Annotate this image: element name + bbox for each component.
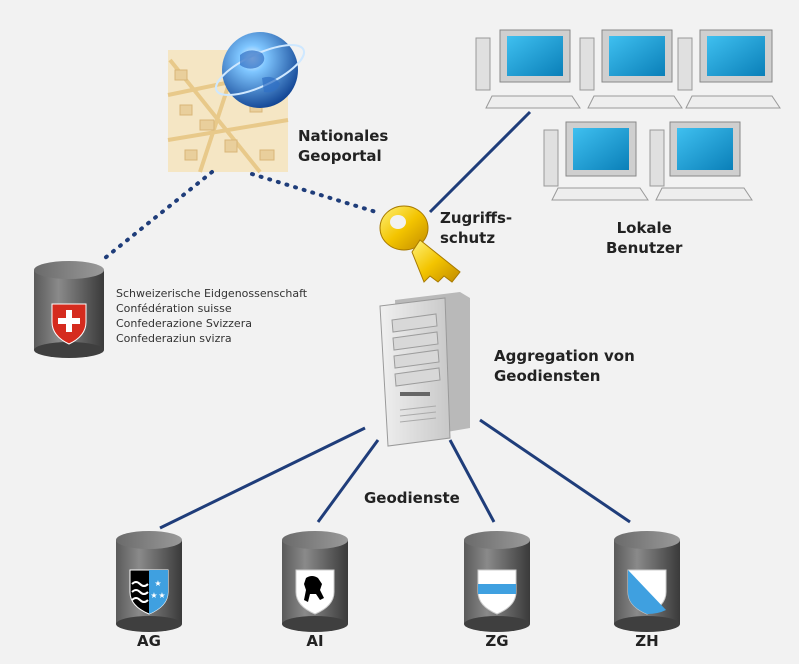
computer-icon <box>543 121 649 201</box>
svg-text:★: ★ <box>150 591 157 600</box>
computer-icon <box>475 29 581 109</box>
canton-database-zg <box>464 531 530 632</box>
users-label-line: Benutzer <box>606 239 683 257</box>
swiss-shield-icon <box>51 303 87 345</box>
solid-links <box>159 110 631 530</box>
aggregation-label: Aggregation von Geodiensten <box>494 346 635 386</box>
globe-icon <box>214 32 306 108</box>
federal-name-line: Schweizerische Eidgenossenschaft <box>116 287 308 300</box>
federal-name-text: Schweizerische Eidgenossenschaft Confédé… <box>116 286 307 346</box>
access-label: Zugriffs- schutz <box>440 208 512 248</box>
key-icon <box>379 205 461 283</box>
canton-label-ag: AG <box>137 632 161 650</box>
computer-icon <box>677 29 781 109</box>
computer-icon <box>649 121 753 201</box>
canton-label-zh: ZH <box>635 632 659 650</box>
local-users-computers <box>475 29 781 201</box>
federal-name-line: Confederazione Svizzera <box>116 317 252 330</box>
coat-of-arms-ag-icon: ★ ★ ★ <box>129 569 169 615</box>
canton-label-zg: ZG <box>485 632 509 650</box>
users-label: Lokale Benutzer <box>606 218 682 258</box>
aggregation-label-line: Geodiensten <box>494 367 601 385</box>
canton-database-zh <box>614 531 680 632</box>
computer-icon <box>579 29 683 109</box>
federal-name-line: Confédération suisse <box>116 302 232 315</box>
dotted-links <box>98 170 378 264</box>
access-label-line: schutz <box>440 229 496 247</box>
portal-label: Nationales Geoportal <box>298 126 388 166</box>
federal-database <box>34 261 104 358</box>
canton-database-ai <box>282 531 348 632</box>
access-label-line: Zugriffs- <box>440 209 513 227</box>
svg-text:★: ★ <box>154 579 161 588</box>
canton-label-ai: AI <box>306 632 324 650</box>
aggregation-label-line: Aggregation von <box>494 347 635 365</box>
svg-text:★: ★ <box>158 591 165 600</box>
portal-label-line: Nationales <box>298 127 389 145</box>
server-icon <box>379 292 470 447</box>
canton-database-ag: ★ ★ ★ <box>116 531 182 632</box>
coat-of-arms-zh-icon <box>627 569 667 615</box>
users-label-line: Lokale <box>616 219 672 237</box>
coat-of-arms-zg-icon <box>477 569 517 615</box>
federal-name-line: Confederaziun svizra <box>116 332 232 345</box>
geodienste-label: Geodienste <box>364 489 460 507</box>
coat-of-arms-ai-icon <box>295 569 335 615</box>
portal-label-line: Geoportal <box>298 147 382 165</box>
